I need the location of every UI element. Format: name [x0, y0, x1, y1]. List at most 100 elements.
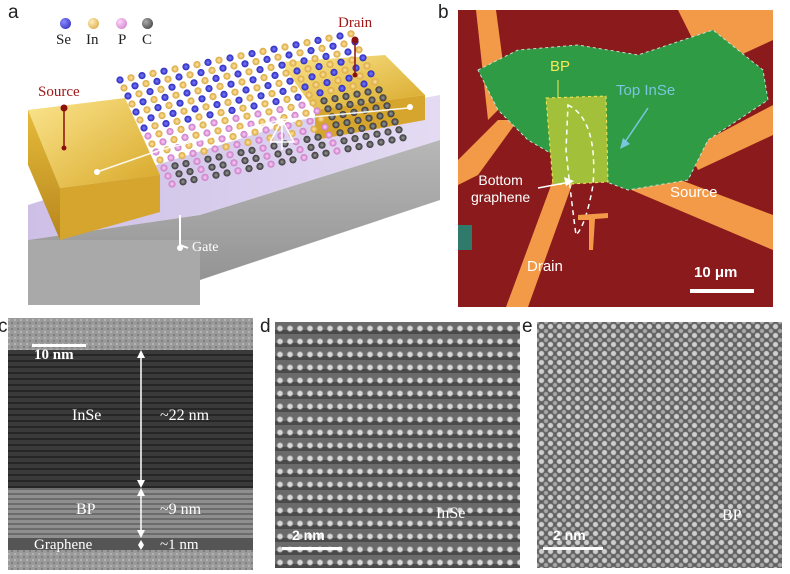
bp-arrow-top: [137, 488, 145, 496]
atom: [336, 32, 344, 40]
atom: [324, 105, 332, 113]
panel-a-letter: a: [8, 2, 19, 23]
atom: [343, 119, 351, 127]
atom: [164, 172, 172, 180]
atom: [226, 54, 234, 62]
atom: [214, 127, 222, 135]
atom: [256, 66, 264, 74]
atom: [327, 87, 335, 95]
circuit-node-right: [407, 104, 413, 110]
atom: [173, 117, 181, 125]
atom: [333, 50, 341, 58]
atom: [166, 128, 174, 136]
atom: [316, 89, 324, 97]
atom: [308, 73, 316, 81]
atom: [201, 77, 209, 85]
optical-micrograph: [458, 10, 773, 307]
atom: [170, 136, 178, 144]
atom: [312, 81, 320, 89]
inse-layer-label: InSe: [72, 407, 102, 424]
atom: [315, 63, 323, 71]
atom: [331, 95, 339, 103]
atom: [213, 101, 221, 109]
atom: [231, 88, 239, 96]
atom: [365, 114, 373, 122]
atom: [307, 47, 315, 55]
panel-e-letter: e: [522, 316, 533, 337]
atomic-lattice: [116, 30, 407, 188]
atom: [184, 115, 192, 123]
source-pin-head: [60, 104, 68, 112]
graphene-arrow-bottom: [138, 545, 144, 550]
atom: [234, 70, 242, 78]
atom: [244, 138, 252, 146]
atom: [358, 124, 366, 132]
inse-arrowhead: [620, 138, 630, 149]
atom: [261, 100, 269, 108]
atom: [219, 161, 227, 169]
atom: [314, 36, 322, 45]
atom: [380, 120, 388, 128]
atom: [172, 91, 180, 99]
atom: [168, 83, 176, 91]
atom: [368, 96, 376, 104]
circuit-node-left: [94, 169, 100, 175]
atom: [150, 96, 158, 104]
atom: [259, 47, 267, 56]
atom: [171, 162, 179, 170]
atom: [193, 61, 201, 69]
atom: [263, 55, 271, 64]
atom: [149, 69, 157, 77]
atom: [162, 120, 170, 128]
atom: [279, 87, 287, 95]
atom: [289, 156, 297, 164]
atom: [183, 89, 191, 97]
atom: [186, 71, 194, 79]
atom: [291, 111, 299, 119]
atom: [265, 108, 273, 116]
atom: [175, 73, 183, 81]
atom: [175, 170, 183, 178]
atom-legend: Se In P C: [56, 18, 196, 58]
atom: [252, 154, 260, 162]
atom: [247, 120, 255, 128]
legend-dot-in: [88, 18, 99, 29]
atom: [195, 113, 203, 121]
tem-cross-section: [8, 318, 253, 570]
atom: [351, 135, 359, 143]
panel-d-letter: d: [260, 316, 271, 337]
atom: [357, 98, 365, 106]
atom: [221, 117, 229, 125]
scale-bar-b: [690, 289, 754, 293]
atom: [348, 56, 356, 64]
atom: [212, 171, 220, 179]
atom: [144, 132, 152, 140]
bottom-graphene-label-2: graphene: [471, 189, 531, 205]
inse-arrow: [622, 107, 649, 146]
atom: [148, 140, 156, 148]
atom: [135, 90, 143, 98]
atom: [161, 93, 169, 101]
haadf-bp-image: [537, 322, 782, 568]
source-electrode-side: [60, 175, 160, 240]
atom: [305, 91, 313, 99]
atom: [285, 51, 293, 59]
atom: [181, 133, 189, 141]
atom: [131, 82, 139, 90]
atom: [367, 70, 375, 78]
atom: [176, 99, 184, 107]
graphene-arrowhead: [564, 177, 574, 186]
panel-b-letter: b: [438, 2, 449, 23]
electrode-drain: [506, 180, 573, 307]
atom: [375, 86, 383, 94]
scale-bar-e: [543, 547, 603, 550]
atom: [317, 115, 325, 123]
atom: [254, 110, 262, 118]
atom: [347, 30, 355, 38]
drain-label-b: Drain: [527, 258, 563, 275]
atom: [169, 109, 177, 117]
atom: [136, 116, 144, 124]
atom: [272, 98, 280, 106]
atom: [140, 124, 148, 132]
atom: [355, 143, 363, 151]
